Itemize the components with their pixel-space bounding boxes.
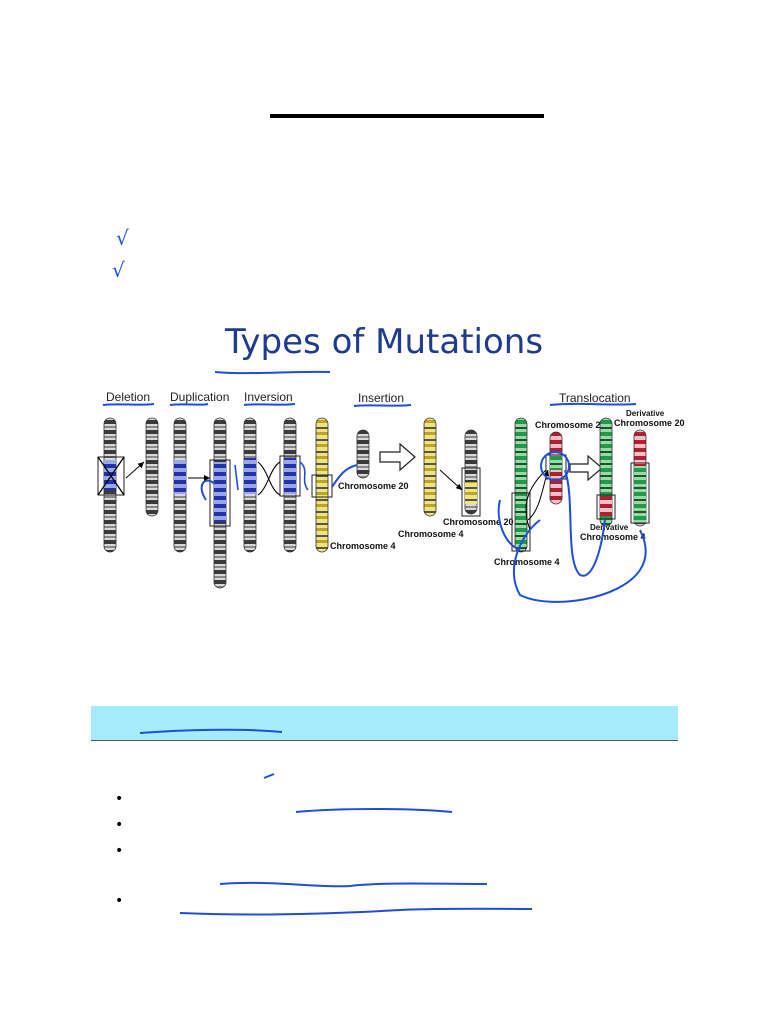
label-duplication: Duplication (170, 390, 230, 404)
label-chromosome-4-a: Chromosome 4 (330, 541, 396, 551)
label-chromosome-20-c: Chromosome 20 (535, 420, 606, 430)
label-insertion: Insertion (358, 391, 405, 405)
label-chromosome-4-b: Chromosome 4 (398, 529, 464, 539)
label-chromosome-20-a: Chromosome 20 (338, 481, 409, 491)
label-translocation: Translocation (559, 391, 631, 405)
bullet-4: • (115, 893, 124, 909)
label-derivative-bottom: Derivative (590, 523, 629, 532)
bullet-2: • (115, 817, 124, 833)
bullet-1: • (115, 791, 124, 807)
bullet-3: • (115, 843, 124, 859)
page-title: Types of Mutations (224, 322, 544, 362)
label-derivative-chr20: Chromosome 20 (614, 418, 685, 428)
label-chromosome-20-b: Chromosome 20 (443, 517, 514, 527)
label-derivative-top: Derivative (626, 409, 665, 418)
top-rule (270, 114, 544, 118)
checkmark-2: √ (112, 258, 125, 282)
checkmark-1: √ (116, 226, 129, 250)
label-chromosome-4-c: Chromosome 4 (494, 557, 560, 567)
label-inversion: Inversion (244, 390, 293, 404)
section-banner (91, 706, 678, 741)
label-derivative-chr4: Chromosome 4 (580, 532, 646, 542)
label-deletion: Deletion (106, 390, 151, 404)
